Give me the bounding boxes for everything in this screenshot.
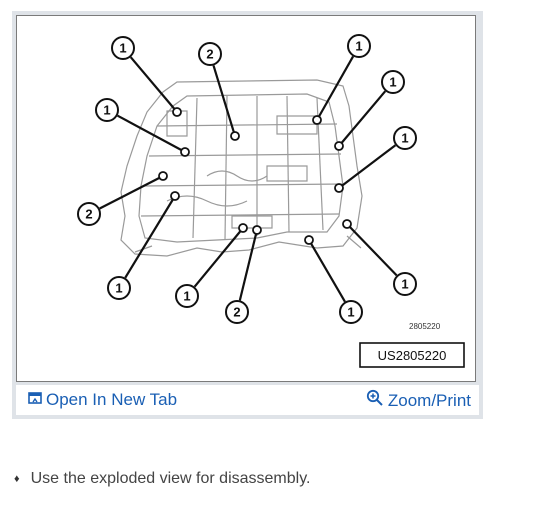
callout-target-port	[180, 147, 190, 157]
callout-target-port	[158, 171, 168, 181]
callout-circle	[381, 70, 405, 94]
callout-number: 1	[183, 289, 190, 304]
callout-circle	[77, 202, 101, 226]
callout-circle	[111, 36, 135, 60]
callout-circle	[175, 284, 199, 308]
callout-leader-line	[212, 65, 237, 137]
callout-leader-line	[338, 90, 387, 147]
open-in-new-tab-link[interactable]: Open In New Tab	[28, 389, 177, 411]
callout-leader-line	[308, 239, 346, 303]
callout-number: 2	[85, 207, 92, 222]
figure-toolbar: Open In New Tab Zoom/Print	[16, 385, 479, 415]
callout-target-port	[334, 183, 344, 193]
callout-circle	[198, 42, 222, 66]
valve-body-diagram: 1 2 1 1 1 1 2 1 1 2 1 1 2805220 US2805220	[77, 34, 465, 368]
callout-leader-line	[238, 229, 259, 301]
instruction-bullet: ♦ Use the exploded view for disassembly.	[14, 470, 310, 488]
callout-number: 1	[103, 103, 110, 118]
callout-number: 2	[233, 305, 240, 320]
callout-circle	[393, 272, 417, 296]
callout-leader-line	[124, 195, 176, 279]
callout-circle	[95, 98, 119, 122]
callout-number: 2	[206, 47, 213, 62]
callout-target-port	[230, 131, 240, 141]
callout-target-port	[238, 223, 248, 233]
bullet-diamond-icon: ♦	[14, 473, 20, 485]
callout-circle	[225, 300, 249, 324]
open-in-new-tab-label: Open In New Tab	[46, 390, 178, 409]
callout-number: 1	[347, 305, 354, 320]
callout-target-port	[172, 107, 182, 117]
figure-id-label: US2805220	[378, 348, 447, 363]
callout-leader-line	[129, 56, 178, 113]
zoom-print-label: Zoom/Print	[387, 391, 471, 410]
figure-container: 1 2 1 1 1 1 2 1 1 2 1 1 2805220 US2805220 Open In N…	[12, 11, 483, 419]
callout-leader-line	[193, 227, 244, 288]
callout-circle	[393, 126, 417, 150]
callout-leader-line	[99, 175, 164, 210]
callout-target-port	[252, 225, 262, 235]
callout-target-port	[342, 219, 352, 229]
callout-number: 1	[355, 39, 362, 54]
callout-number: 1	[401, 131, 408, 146]
callout-circle	[339, 300, 363, 324]
callout-circle	[107, 276, 131, 300]
instruction-text: Use the exploded view for disassembly.	[30, 470, 311, 487]
callout-group: 1 2 1 1 1 1 2 1 1 2 1 1	[77, 34, 417, 324]
callout-leader-line	[117, 114, 186, 153]
magnifier-plus-icon	[366, 389, 384, 413]
callout-leader-line	[338, 144, 397, 189]
callout-leader-line	[346, 223, 398, 277]
callout-leaders	[99, 55, 398, 303]
zoom-print-link[interactable]: Zoom/Print	[366, 389, 471, 413]
callout-number: 1	[119, 41, 126, 56]
callout-leader-line	[316, 55, 355, 121]
callout-target-port	[170, 191, 180, 201]
external-window-icon	[28, 389, 42, 411]
image-number: 2805220	[409, 322, 441, 331]
callout-number: 1	[115, 281, 122, 296]
callout-number: 1	[389, 75, 396, 90]
callout-target-port	[334, 141, 344, 151]
figure-image[interactable]: 1 2 1 1 1 1 2 1 1 2 1 1 2805220 US2805220	[16, 15, 476, 382]
callout-target-port	[304, 235, 314, 245]
callout-number: 1	[401, 277, 408, 292]
figure-id-box	[359, 342, 465, 368]
callout-circle	[347, 34, 371, 58]
callout-target-port	[312, 115, 322, 125]
